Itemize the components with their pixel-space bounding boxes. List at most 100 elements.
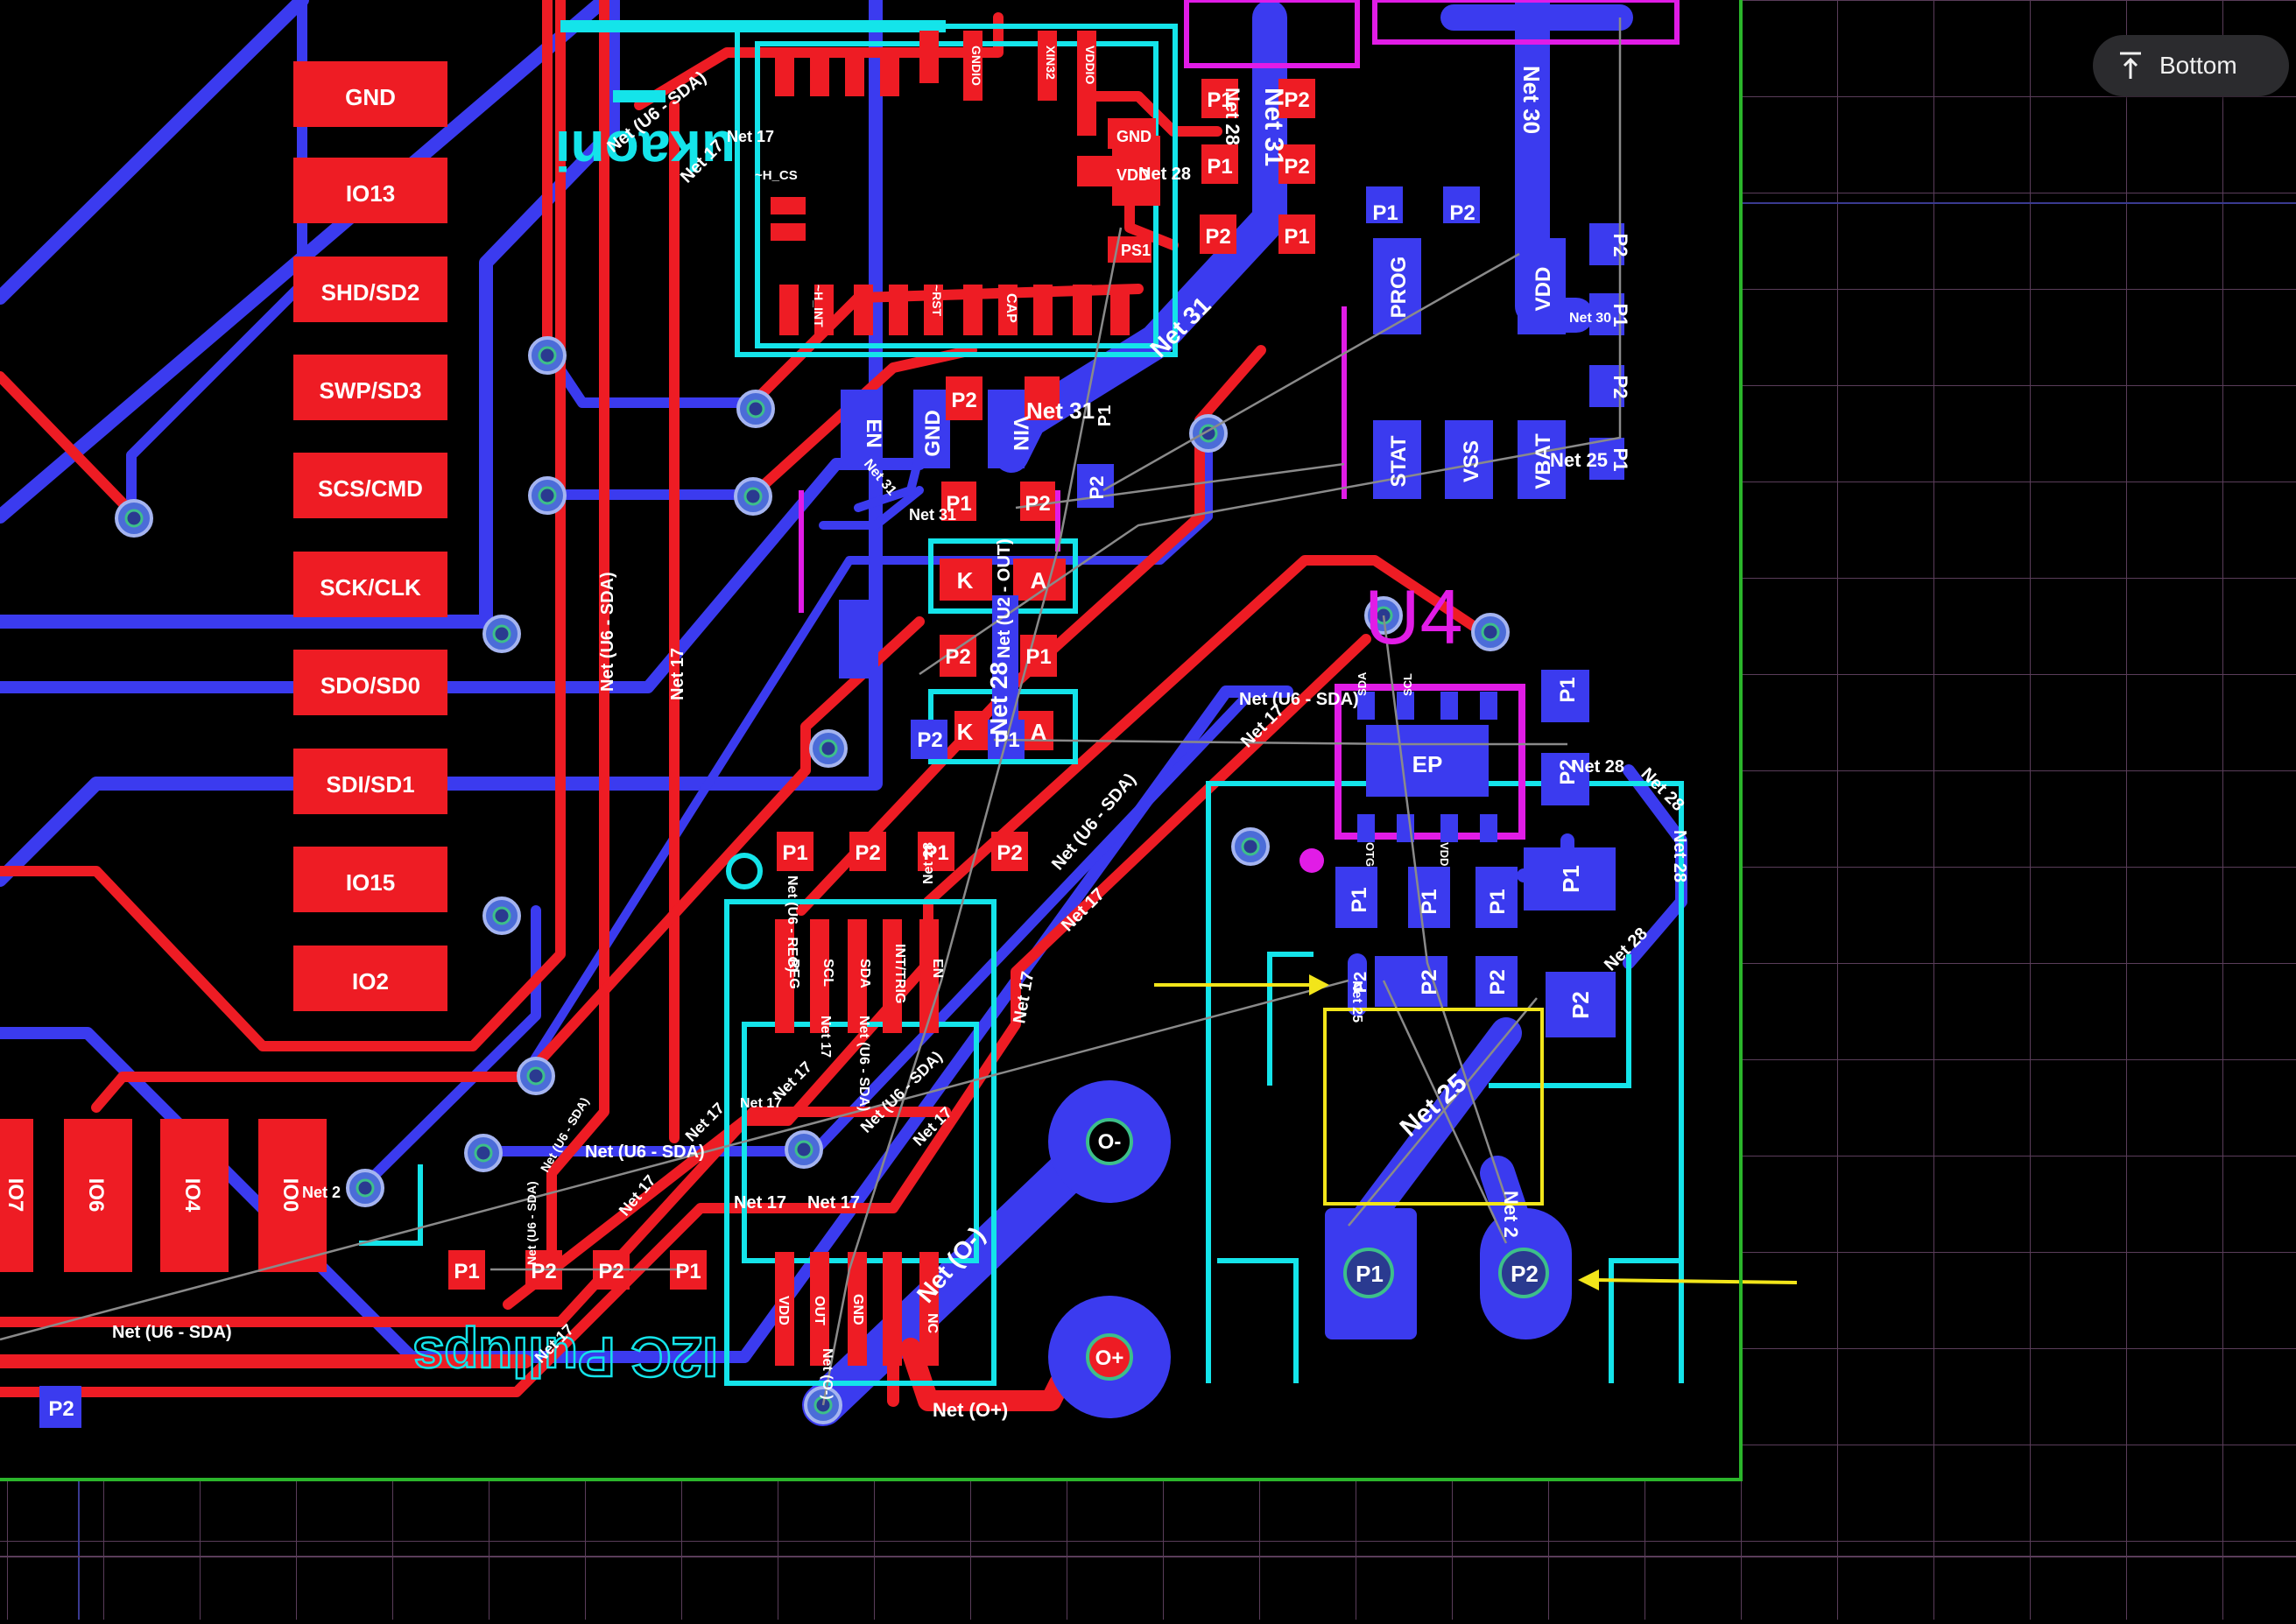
pad-p2: P2	[1086, 476, 1108, 500]
ldo-pin-nc: NC	[925, 1313, 940, 1334]
pad-p1: P1	[782, 841, 807, 865]
u4-pin-ep: EP	[1412, 751, 1443, 777]
chip-pin-label: XIN32	[1044, 46, 1058, 80]
pad-p2: P2	[1418, 969, 1441, 995]
net-label: Net (U6 - SDA)	[525, 1181, 539, 1265]
pad-p2: P2	[1609, 376, 1631, 399]
net-label: Net 25	[1550, 449, 1608, 471]
net-label: Net (U6 - SDA)	[856, 1016, 871, 1111]
net-label: Net (U6 - SDA)	[112, 1323, 232, 1342]
pad-p1: P1	[1207, 88, 1232, 112]
net-label: Net 28	[1670, 830, 1689, 882]
pad-label-swp: SWP/SD3	[319, 377, 421, 404]
pad-p2: P2	[997, 841, 1022, 865]
net-label: Net 17	[818, 1016, 833, 1058]
net-label: Net 31	[909, 506, 956, 524]
pad-p2: P2	[855, 841, 880, 865]
net-label: Net 17	[727, 128, 774, 145]
net-label: Net 17	[807, 1193, 860, 1213]
pad-p1: P1	[1486, 889, 1510, 914]
pad-p2: P2	[1351, 972, 1370, 993]
battery-connector[interactable]	[1048, 1080, 1549, 1418]
net-label: Net 30	[1569, 311, 1611, 326]
pad-p1: P1	[1558, 865, 1584, 893]
ldo-pin-vdd: VDD	[776, 1296, 791, 1325]
ldo-pin-reg: REG	[786, 959, 801, 989]
pad-p1: P1	[1609, 448, 1631, 472]
u4-footprint[interactable]	[1299, 684, 1525, 873]
pad-label-io7: IO7	[4, 1178, 27, 1213]
ldo-pin-out: OUT	[812, 1296, 827, 1325]
pad-p2: P2	[1511, 1261, 1539, 1287]
pad-p1: P1	[454, 1260, 479, 1283]
net-label: Net 25	[1349, 981, 1364, 1023]
pad-p1: P1	[994, 728, 1019, 752]
pad-p1: P1	[1095, 405, 1115, 426]
board-edge	[0, 0, 1743, 1481]
pad-p2: P2	[945, 645, 970, 669]
net-label: Net (U6 - REG)	[785, 875, 799, 972]
net-label: Net 2	[1500, 1191, 1522, 1238]
charger-pin-vss: VSS	[1460, 440, 1483, 482]
u4-pin-sda: SDA	[1356, 671, 1369, 696]
pad-label-sck: SCK/CLK	[320, 574, 421, 601]
pad-p1: P1	[1418, 889, 1441, 914]
battery-neg-label: O-	[1098, 1130, 1122, 1154]
net-label: Net (O+)	[933, 1399, 1008, 1421]
layer-toggle-button[interactable]: Bottom	[2093, 35, 2289, 96]
ldo-pin-sda: SDA	[857, 959, 872, 988]
pad-p1: P1	[923, 841, 948, 865]
pad-p1: P1	[1356, 1261, 1384, 1287]
net-label: Net 17	[668, 648, 687, 700]
pad-label-scs: SCS/CMD	[318, 475, 423, 502]
pad-label-sdo: SDO/SD0	[320, 672, 420, 699]
pad-p2: P2	[1556, 759, 1580, 784]
silk-i2c-pullups: I2C Pullups	[413, 1325, 719, 1388]
diode-k: K	[957, 567, 974, 594]
net-label: Net 28	[921, 842, 936, 884]
charger-pin-vbat: VBAT	[1532, 433, 1555, 489]
pad-shapes	[0, 31, 1624, 1428]
pad-p2: P2	[951, 389, 976, 412]
layer-toggle-label: Bottom	[2159, 52, 2237, 79]
pad-p1: P1	[1025, 645, 1051, 669]
charger-pin-vdd: VDD	[1532, 267, 1555, 312]
pad-p2: P2	[1449, 201, 1475, 225]
pad-p1: P1	[1372, 201, 1398, 225]
pad-p1: P1	[1556, 677, 1580, 702]
align-top-icon	[2117, 51, 2144, 81]
diode-a: A	[1031, 567, 1047, 594]
reg-pin-vin: VIN	[1009, 416, 1032, 451]
net-label: Net (U6 - SDA)	[598, 572, 617, 692]
pad-label-io0: IO0	[278, 1178, 302, 1213]
chip-pin-label: CAP	[1004, 293, 1018, 323]
pad-p1: P1	[1609, 304, 1631, 327]
chip-pin-label: ~RST	[930, 285, 944, 317]
ldo-pin-en: EN	[930, 959, 945, 978]
ldo-pin-scl: SCL	[821, 959, 835, 987]
pad-label-io6: IO6	[84, 1178, 108, 1213]
pad-p2: P2	[1609, 234, 1631, 257]
pad-p2: P2	[48, 1397, 74, 1421]
net-label: Net 31	[1259, 88, 1288, 166]
pad-p2: P2	[1025, 492, 1050, 516]
chip-pin-label: ~H_INT	[812, 285, 826, 327]
u4-pin-vdd: VDD	[1438, 842, 1451, 866]
pad-p2: P2	[598, 1260, 623, 1283]
chip-pin-label: PS1	[1121, 242, 1151, 259]
pad-p1: P1	[946, 492, 971, 516]
u4-pin-scl: SCL	[1401, 673, 1414, 696]
battery-pos-label: O+	[1095, 1346, 1124, 1370]
pad-p1: P1	[1284, 225, 1309, 249]
net-label: Net 31	[1026, 397, 1095, 424]
net-label: Net 28	[1222, 88, 1243, 145]
chip-pin-label: ~H_CS	[755, 168, 798, 183]
reg-pin-en: EN	[862, 418, 885, 447]
ldo-pin-gnd: GND	[850, 1294, 865, 1325]
charger-pin-stat: STAT	[1387, 435, 1411, 487]
net-label: Net 28	[985, 662, 1012, 735]
pad-label-io2: IO2	[352, 968, 389, 995]
diode-k: K	[957, 719, 974, 745]
